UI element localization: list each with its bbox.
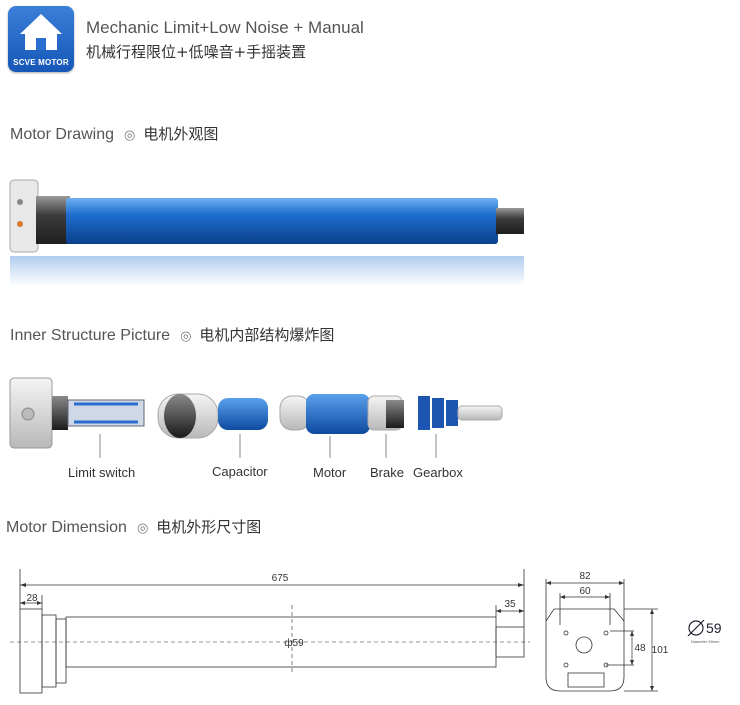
part-label-motor: Motor (313, 465, 347, 480)
dim-plate-outer-width: 82 (579, 571, 591, 582)
bullet-circle-icon: ◎ (136, 520, 149, 535)
section-title-en: Motor Dimension (6, 519, 127, 536)
section-motor-dimension: Motor Dimension ◎ 电机外形尺寸图 (6, 516, 261, 537)
diameter-note: Diameter 59mm (691, 639, 720, 644)
motor-drawing (9, 179, 524, 286)
dim-head-width: 28 (26, 593, 38, 604)
exploded-view (9, 377, 503, 458)
section-title-cn: 电机外观图 (143, 125, 219, 143)
dim-plate-inner-width: 60 (579, 586, 591, 597)
brand-logo: SCVE MOTOR (8, 6, 74, 72)
section-title-en: Inner Structure Picture (10, 327, 171, 344)
dim-diameter: ф59 (284, 637, 304, 649)
bullet-circle-icon: ◎ (180, 328, 192, 343)
part-label-capacitor: Capacitor (212, 464, 268, 479)
diameter-symbol: 59 Diameter 59mm (687, 619, 722, 644)
dimension-side-view: 675 28 35 ф59 (10, 569, 530, 694)
dim-plate-inner-height: 48 (634, 643, 646, 654)
dim-total-length: 675 (272, 573, 289, 584)
part-label-limit-switch: Limit switch (68, 465, 136, 480)
part-label-brake: Brake (370, 465, 404, 480)
section-title-cn: 电机内部结构爆炸图 (199, 326, 335, 344)
section-motor-drawing: Motor Drawing ◎ 电机外观图 (10, 123, 218, 144)
dim-plate-outer-height: 101 (652, 645, 669, 656)
part-label-gearbox: Gearbox (413, 465, 463, 480)
diameter-value: 59 (706, 620, 722, 636)
logo-text: SCVE MOTOR (13, 58, 69, 67)
diameter-icon (688, 620, 704, 636)
dim-tail-length: 35 (504, 599, 516, 610)
house-icon (20, 14, 62, 50)
section-inner-structure: Inner Structure Picture ◎ 电机内部结构爆炸图 (10, 324, 334, 345)
section-title-cn: 电机外形尺寸图 (156, 518, 262, 536)
header-title-en: Mechanic Limit+Low Noise + Manual (86, 18, 364, 37)
dimension-end-view: 82 60 48 101 (545, 571, 669, 692)
header-title-cn: 机械行程限位+低噪音+手摇装置 (86, 43, 307, 61)
bullet-circle-icon: ◎ (124, 127, 136, 142)
section-title-en: Motor Drawing (10, 126, 115, 143)
